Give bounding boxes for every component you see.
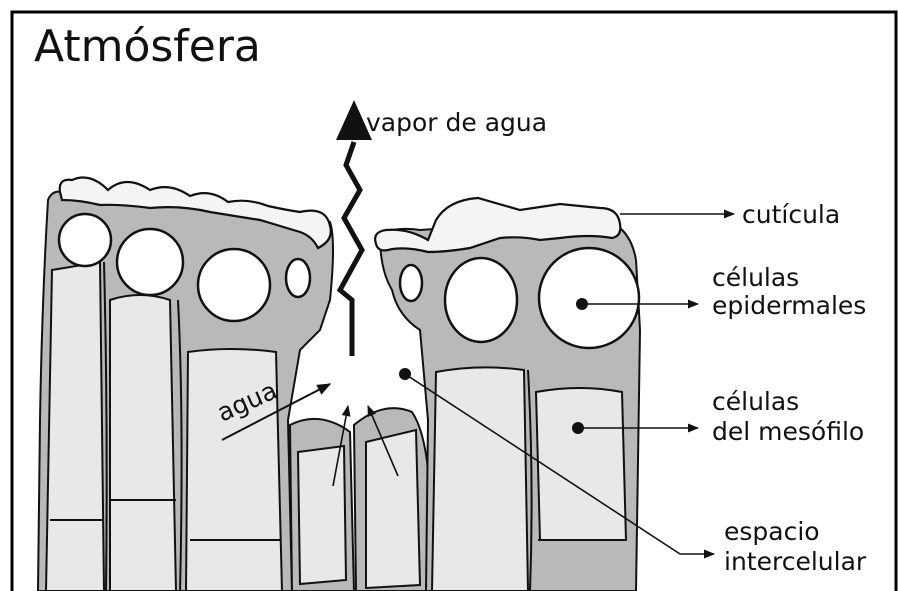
label-espacio-intercelular-1: espacio bbox=[724, 517, 820, 546]
label-cuticula: cutícula bbox=[742, 200, 840, 229]
center-cells bbox=[290, 408, 430, 591]
mesophyll-cell bbox=[536, 388, 626, 540]
title-atmosfera: Atmósfera bbox=[34, 21, 261, 72]
label-espacio-intercelular-2: intercelular bbox=[724, 547, 867, 576]
label-celulas-mesofilo-2: del mesófilo bbox=[712, 417, 864, 446]
guard-cell bbox=[286, 259, 310, 297]
label-vapor-de-agua: vapor de agua bbox=[366, 108, 547, 137]
left-tissue bbox=[38, 178, 333, 591]
label-celulas-mesofilo-1: células bbox=[712, 387, 799, 416]
vapor-arrow bbox=[336, 100, 372, 356]
epidermal-cell bbox=[539, 248, 639, 348]
mesophyll-cell bbox=[46, 262, 104, 591]
mesophyll-cell bbox=[298, 446, 346, 584]
mesophyll-cell bbox=[366, 430, 420, 588]
label-celulas-epidermales-2: epidermales bbox=[712, 291, 866, 320]
epidermal-cell bbox=[445, 258, 517, 342]
epidermal-cell bbox=[117, 229, 183, 295]
label-celulas-epidermales-1: células bbox=[712, 263, 799, 292]
guard-cell bbox=[400, 265, 422, 301]
mesophyll-cell bbox=[110, 295, 176, 591]
epidermal-cell bbox=[198, 249, 270, 321]
epidermal-cell bbox=[59, 214, 111, 266]
